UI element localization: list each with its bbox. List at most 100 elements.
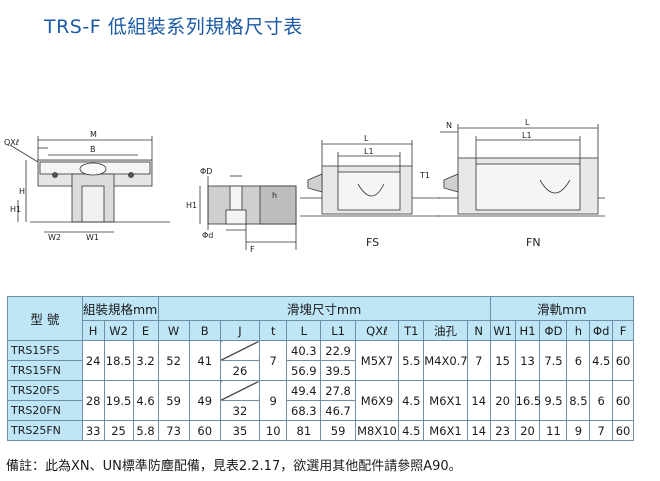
table-row: TRS20FN 32 68.3 46.7 <box>7 400 634 421</box>
cell-h1: 16.5 <box>514 380 541 421</box>
label-h1-rail: H1 <box>186 201 197 210</box>
cell-l: 68.3 <box>286 400 322 421</box>
cell-b: 41 <box>188 340 221 381</box>
model-header: 型 號 <box>7 296 83 341</box>
col-header: T1 <box>398 320 425 341</box>
front-view <box>9 136 170 233</box>
label-fs-t1: T1 <box>419 171 430 180</box>
cell-t1: 4.5 <box>398 420 425 441</box>
cell-e: 5.8 <box>132 420 159 441</box>
caption-fs: FS <box>366 236 379 249</box>
cell-f: 60 <box>612 420 634 441</box>
label-fs-l1: L1 <box>364 147 374 156</box>
group-rail: 滑軌mm <box>489 296 635 321</box>
col-header: W <box>157 320 190 341</box>
cell-oil-hole: M4X0.7 <box>423 340 468 381</box>
label-h: H <box>19 187 25 196</box>
cell-phi-d: 7 <box>589 420 614 441</box>
cell-l: 49.4 <box>286 380 322 401</box>
cell-n: 14 <box>466 380 491 421</box>
cell-t: 9 <box>259 380 288 421</box>
cell-l1: 59 <box>320 420 356 441</box>
cell-h1: 13 <box>514 340 541 381</box>
cell-qxl: M5X7 <box>354 340 400 381</box>
group-assembly: 組裝規格mm <box>81 296 159 321</box>
cell-w1: 15 <box>489 340 516 381</box>
label-h1-front: H1 <box>10 205 21 214</box>
cell-b: 49 <box>188 380 221 421</box>
cell-h: 33 <box>81 420 105 441</box>
page-title: TRS-F 低組裝系列規格尺寸表 <box>44 16 303 38</box>
cell-b: 60 <box>188 420 221 441</box>
label-qxl: QXℓ <box>4 138 19 147</box>
cell-j: 26 <box>219 360 261 381</box>
model-cell: TRS15FN <box>7 360 83 381</box>
cell-h-small: 9 <box>566 420 591 441</box>
group-block: 滑塊尺寸mm <box>157 296 491 321</box>
cell-j-empty <box>219 380 261 401</box>
fn-side-view <box>438 124 605 217</box>
footnote: 備註：此為XN、UN標準防塵配備，見表2.2.17，欲選用其他配件請參照A90。 <box>6 459 462 474</box>
cell-l: 56.9 <box>286 360 322 381</box>
col-header: E <box>132 320 159 341</box>
cell-h: 28 <box>81 380 105 421</box>
cell-phi-D: 7.5 <box>539 340 568 381</box>
col-header: L1 <box>320 320 356 341</box>
table-row: TRS15FN 26 56.9 39.5 <box>7 360 634 381</box>
cell-e: 4.6 <box>132 380 159 421</box>
label-phi-d: Φd <box>202 231 213 240</box>
cell-w: 59 <box>157 380 190 421</box>
model-cell: TRS20FN <box>7 400 83 421</box>
col-header: W2 <box>103 320 134 341</box>
cell-t1: 4.5 <box>398 380 425 421</box>
spec-table: 型 號 組裝規格mm 滑塊尺寸mm 滑軌mm H W2 E W B J t L … <box>7 296 635 441</box>
cell-oil-hole: M6X1 <box>423 420 468 441</box>
label-fn-n: N <box>446 121 452 130</box>
col-header: 油孔 <box>423 320 468 341</box>
model-cell: TRS15FS <box>7 340 83 361</box>
cell-w: 73 <box>157 420 190 441</box>
cell-n: 14 <box>466 420 491 441</box>
col-header: ΦD <box>539 320 568 341</box>
table-row: TRS25FN 33 25 5.8 73 60 35 10 81 59 M8X1… <box>7 420 634 441</box>
cell-l1: 39.5 <box>320 360 356 381</box>
cell-w2: 19.5 <box>103 380 134 421</box>
cell-f: 60 <box>612 380 634 421</box>
col-header: N <box>466 320 491 341</box>
col-header: W1 <box>489 320 516 341</box>
cell-h-small: 8.5 <box>566 380 591 421</box>
cell-qxl: M6X9 <box>354 380 400 421</box>
col-header: B <box>188 320 221 341</box>
cell-f: 60 <box>612 340 634 381</box>
cell-oil-hole: M6X1 <box>423 380 468 421</box>
col-header: Φd <box>589 320 614 341</box>
cell-qxl: M8X10 <box>354 420 400 441</box>
cell-t: 10 <box>259 420 288 441</box>
cell-w1: 20 <box>489 380 516 421</box>
cell-phi-d: 6 <box>589 380 614 421</box>
col-header: h <box>566 320 591 341</box>
col-header: F <box>612 320 634 341</box>
col-header: J <box>219 320 261 341</box>
cell-phi-D: 11 <box>539 420 568 441</box>
col-header: L <box>286 320 322 341</box>
cell-h: 24 <box>81 340 105 381</box>
cell-n: 7 <box>466 340 491 381</box>
cell-l1: 27.8 <box>320 380 356 401</box>
technical-drawing: QXℓ M B H W2 W1 H1 ΦD h H1 Φd F L L1 T1 … <box>4 118 605 254</box>
label-f: F <box>250 245 255 254</box>
label-phi-D: ΦD <box>200 167 212 176</box>
cell-j-empty <box>219 340 261 361</box>
col-header: H <box>81 320 105 341</box>
col-header: t <box>259 320 288 341</box>
label-h-rail: h <box>272 191 277 200</box>
cell-t: 7 <box>259 340 288 381</box>
cell-l: 81 <box>286 420 322 441</box>
label-m: M <box>90 130 97 139</box>
label-fn-l: L <box>525 118 530 127</box>
model-cell: TRS25FN <box>7 420 83 441</box>
cell-j: 35 <box>219 420 261 441</box>
cell-l1: 22.9 <box>320 340 356 361</box>
cell-j: 32 <box>219 400 261 421</box>
cell-w1: 23 <box>489 420 516 441</box>
